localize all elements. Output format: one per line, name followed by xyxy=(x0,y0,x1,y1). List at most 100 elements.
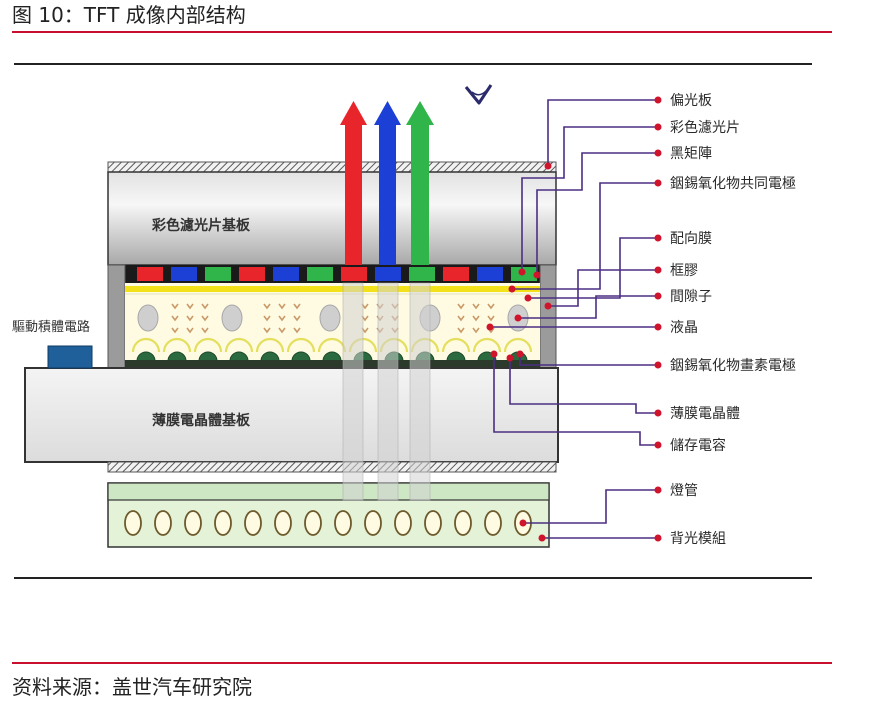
color-filter-blocks xyxy=(137,267,537,281)
callout-label-dot xyxy=(654,179,662,187)
callout-label-dot xyxy=(654,149,662,157)
electrode-arc xyxy=(503,337,533,353)
color-filter-green xyxy=(409,267,435,281)
lamp-tube xyxy=(424,510,442,536)
callout-label-dot xyxy=(654,96,662,104)
driver-ic-chip xyxy=(47,345,93,369)
color-filter-red xyxy=(137,267,163,281)
sealant-left xyxy=(107,264,126,369)
lamp-tube xyxy=(394,510,412,536)
color-filter-red xyxy=(239,267,265,281)
bottom-polarizer xyxy=(107,461,557,473)
lc-molecule xyxy=(472,303,480,310)
lc-molecule xyxy=(457,315,465,322)
lc-molecule xyxy=(171,315,179,322)
callout-target-dot xyxy=(533,271,541,279)
lamp-tubes xyxy=(124,510,532,536)
callout-liquid-crystal: 液晶 xyxy=(486,320,698,336)
leader-line xyxy=(512,182,658,290)
electrode-arc xyxy=(255,337,285,353)
callout-label: 燈管 xyxy=(670,483,698,499)
callout-lamp: 燈管 xyxy=(519,483,698,527)
lc-molecule xyxy=(293,327,301,334)
pixel-electrode-bump xyxy=(229,351,249,362)
blue-light-arrow xyxy=(374,101,401,265)
red-light-arrow xyxy=(340,101,367,265)
electrode-arc xyxy=(224,337,254,353)
lamp-tube xyxy=(454,510,472,536)
callout-target-dot xyxy=(544,162,552,170)
callout-target-dot xyxy=(538,534,546,542)
callout-target-dot xyxy=(490,350,498,358)
callout-label-dot xyxy=(654,441,662,449)
lc-molecule xyxy=(186,315,194,322)
lamp-tube xyxy=(124,510,142,536)
lc-molecule xyxy=(457,327,465,334)
light-column-blue xyxy=(377,282,399,501)
callout-label: 銦錫氧化物共同電極 xyxy=(670,176,796,192)
lamp-tube xyxy=(214,510,232,536)
callout-spacer: 間隙子 xyxy=(514,289,712,322)
color-filter-red xyxy=(443,267,469,281)
lamp-tube xyxy=(244,510,262,536)
leader-line xyxy=(518,295,658,319)
color-filter-green xyxy=(307,267,333,281)
lc-molecule xyxy=(171,303,179,310)
leader-line xyxy=(509,360,658,414)
callout-target-dot xyxy=(514,314,522,322)
leader-line xyxy=(536,152,658,275)
lc-molecule xyxy=(171,327,179,334)
lc-molecule xyxy=(293,315,301,322)
callout-target-dot xyxy=(486,323,494,331)
electrode-arc xyxy=(472,337,502,353)
light-column-red xyxy=(342,282,364,501)
lc-molecule xyxy=(487,303,495,310)
eye-icon xyxy=(464,84,493,105)
callout-label-dot xyxy=(654,292,662,300)
lc-molecule xyxy=(293,303,301,310)
green-light-arrow xyxy=(406,101,434,265)
callout-target-dot xyxy=(518,268,526,276)
lc-molecule xyxy=(263,315,271,322)
common-electrode-line xyxy=(125,286,540,292)
callout-black-matrix: 黑矩陣 xyxy=(533,146,712,279)
lc-molecule xyxy=(201,303,209,310)
color-filter-substrate-label: 彩色濾光片基板 xyxy=(151,217,251,234)
callout-target-dot xyxy=(524,294,532,302)
figure-title: 图 10：TFT 成像内部结构 xyxy=(12,3,246,27)
pixel-electrode-bump xyxy=(291,351,311,362)
callout-label-dot xyxy=(654,409,662,417)
pixel-electrode-bump xyxy=(322,351,342,362)
leader-line xyxy=(528,237,658,299)
electrode-arc xyxy=(286,337,316,353)
callout-list: 偏光板 彩色濾光片 黑矩陣 銦錫氧化物共同電極 配向膜 xyxy=(486,93,796,547)
lc-molecule xyxy=(487,315,495,322)
leader-line xyxy=(547,99,658,166)
electrode-arc xyxy=(441,337,471,353)
color-filter-green xyxy=(205,267,231,281)
callout-label: 薄膜電晶體 xyxy=(670,406,740,422)
electrode-arc xyxy=(131,337,161,353)
lamp-tube xyxy=(484,510,502,536)
lc-molecule xyxy=(278,315,286,322)
lc-molecule xyxy=(278,303,286,310)
light-guide-plate xyxy=(107,482,550,501)
lc-molecule xyxy=(186,327,194,334)
callout-storage-capacitor: 儲存電容 xyxy=(490,350,726,454)
spacer-ball xyxy=(319,304,341,332)
callout-sealant: 框膠 xyxy=(544,263,698,310)
callout-common-electrode: 銦錫氧化物共同電極 xyxy=(508,176,796,293)
leader-line xyxy=(519,354,658,366)
callout-target-dot xyxy=(508,285,516,293)
callout-label-dot xyxy=(654,123,662,131)
color-filter-substrate xyxy=(107,171,557,266)
tft-array-band xyxy=(125,360,540,367)
lc-molecule xyxy=(278,327,286,334)
callout-label: 背光模組 xyxy=(670,531,726,547)
lamp-tube xyxy=(304,510,322,536)
lc-molecule xyxy=(472,327,480,334)
spacers xyxy=(137,304,529,332)
leader-line xyxy=(521,126,658,272)
color-filter-red xyxy=(341,267,367,281)
